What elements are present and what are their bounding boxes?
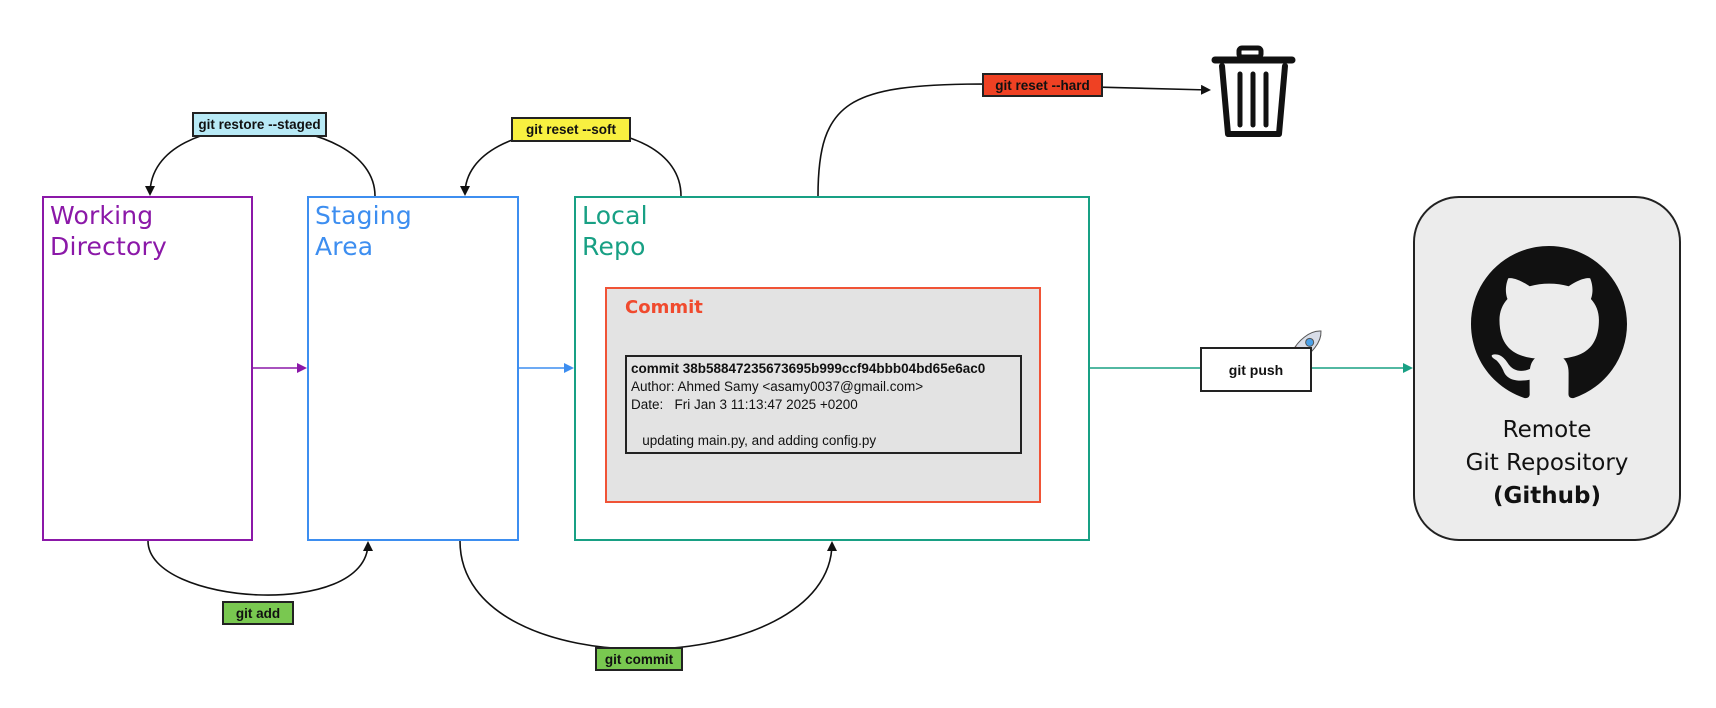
working-directory-box: Working Directory — [42, 196, 253, 541]
github-icon — [1471, 246, 1627, 399]
commit-box: Commit commit 38b58847235673695b999ccf94… — [605, 287, 1041, 503]
working-directory-title: Working Directory — [50, 201, 168, 261]
commit-log: commit 38b58847235673695b999ccf94bbb04bd… — [625, 355, 1022, 454]
commit-hash-line: commit 38b58847235673695b999ccf94bbb04bd… — [631, 361, 986, 376]
staging-area-box: Staging Area — [307, 196, 519, 541]
git-reset-soft-label: git reset --soft — [511, 117, 631, 142]
local-repo-title: Local Repo — [582, 201, 648, 261]
reset-hard-arrow — [817, 83, 1211, 197]
commit-title: Commit — [625, 297, 703, 318]
git-reset-hard-label: git reset --hard — [982, 73, 1103, 97]
remote-repository-box: Remote Git Repository (Github) — [1413, 196, 1681, 541]
commit-author-line: Author: Ahmed Samy <asamy0037@gmail.com> — [631, 379, 924, 394]
remote-repository-label: Remote Git Repository (Github) — [1415, 414, 1679, 513]
git-commit-label: git commit — [595, 647, 683, 671]
remote-line-1: Remote — [1502, 417, 1592, 443]
git-restore-staged-label: git restore --staged — [192, 112, 327, 137]
remote-line-3: (Github) — [1493, 483, 1601, 509]
staging-area-title: Staging Area — [315, 201, 412, 261]
commit-message-line: updating main.py, and adding config.py — [631, 433, 877, 448]
trash-icon — [1211, 45, 1296, 137]
commit-blank-line — [631, 414, 1016, 432]
add-arrow — [147, 540, 373, 596]
commit-arrow — [459, 540, 837, 651]
git-push-label: git push — [1200, 347, 1312, 392]
commit-date-line: Date: Fri Jan 3 11:13:47 2025 +0200 — [631, 397, 858, 412]
git-add-label: git add — [222, 601, 294, 625]
remote-line-2: Git Repository — [1465, 450, 1629, 476]
restore-staged-arrow — [145, 126, 376, 197]
